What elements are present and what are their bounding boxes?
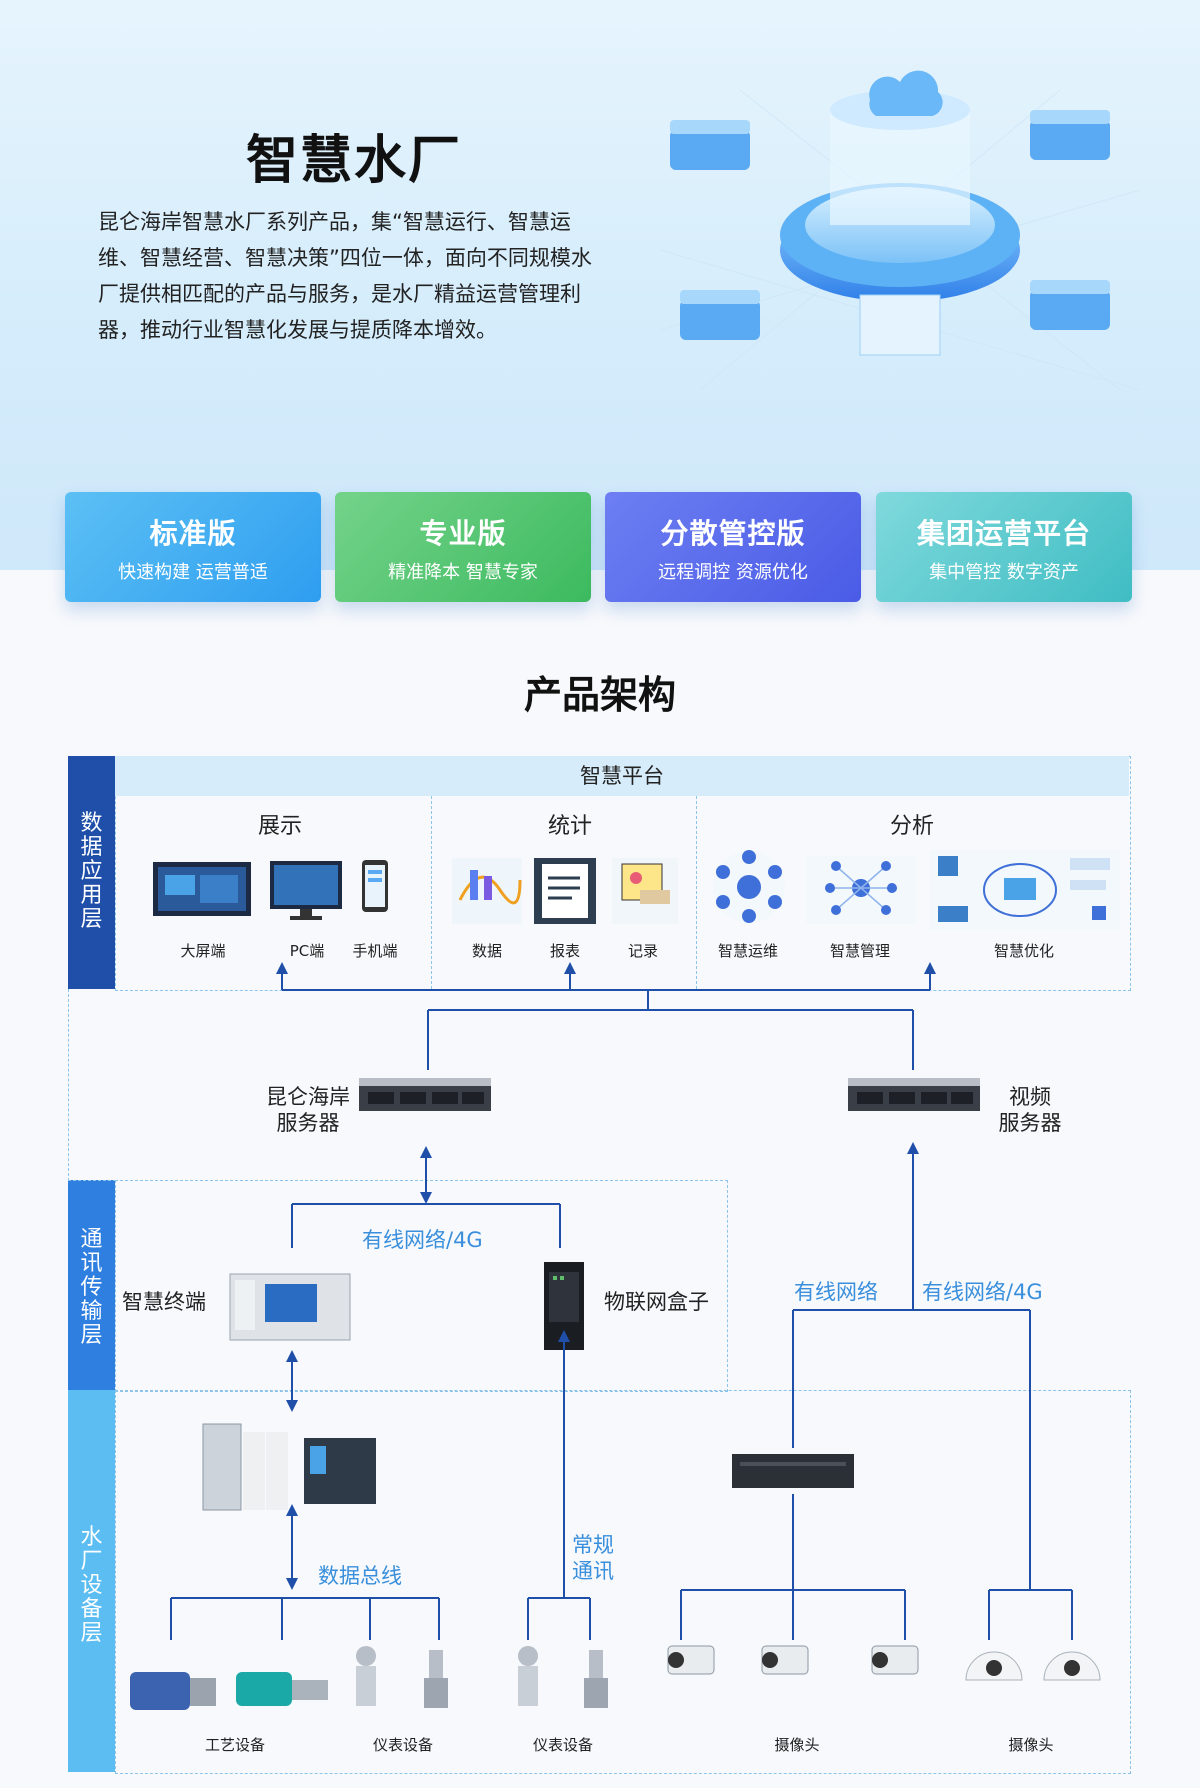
- edition-subtitle: 远程调控 资源优化: [658, 562, 808, 583]
- comm-frame: [115, 1180, 728, 1392]
- label-mobile: 手机端: [352, 942, 398, 960]
- group-analysis: 分析: [889, 814, 934, 839]
- label-cameras-2: 摄像头: [1008, 1736, 1054, 1754]
- edition-card-distributed[interactable]: 分散管控版 远程调控 资源优化: [605, 492, 861, 602]
- instrument-icon: [356, 1646, 608, 1708]
- label-pc: PC端: [289, 942, 325, 960]
- layer-label: 水厂设备层: [80, 1525, 103, 1646]
- label-cameras-1: 摄像头: [774, 1736, 820, 1754]
- label-instruments-2: 仪表设备: [532, 1736, 593, 1754]
- label-line: 昆仑海岸: [266, 1085, 350, 1109]
- label-wired-4g-left: 有线网络/4G: [362, 1228, 483, 1252]
- label-instruments-1: 仪表设备: [372, 1736, 433, 1754]
- edition-title: 标准版: [149, 517, 237, 550]
- label-line: 视频: [1009, 1085, 1051, 1109]
- architecture-title: 产品架构: [523, 673, 676, 717]
- edition-card-group[interactable]: 集团运营平台 集中管控 数字资产: [876, 492, 1132, 602]
- layer-comm: 通讯传输层: [68, 1180, 115, 1390]
- group-divider-1: [431, 796, 432, 989]
- server-icon: [359, 1078, 491, 1111]
- label-video-server: 视频 服务器: [980, 1084, 1080, 1136]
- edition-title: 分散管控版: [660, 517, 806, 550]
- connection-lines: [170, 972, 1073, 1640]
- group-divider-2: [696, 796, 697, 989]
- edition-title: 集团运营平台: [916, 517, 1091, 550]
- camera-icon: [667, 1645, 1101, 1681]
- edition-subtitle: 快速构建 运营普适: [118, 562, 268, 583]
- label-record: 记录: [627, 942, 658, 960]
- edition-subtitle: 集中管控 数字资产: [929, 562, 1079, 583]
- label-regular-comm: 常规 通讯: [572, 1532, 614, 1584]
- cabinet-icon: [202, 1423, 288, 1511]
- pc-icon: [270, 861, 342, 920]
- data-icon: [452, 858, 522, 924]
- page-title: 智慧水厂: [246, 131, 463, 191]
- platform-header: 智慧平台: [115, 756, 1129, 796]
- equipment-frame: [115, 1390, 1131, 1774]
- pump-icon: [130, 1672, 328, 1710]
- video-server-icon: [848, 1078, 980, 1111]
- nvr-icon: [732, 1454, 854, 1488]
- label-smart-om: 智慧运维: [717, 942, 778, 960]
- hero-section: [0, 0, 1200, 570]
- middle-frame: [68, 989, 116, 1181]
- label-process-equipment: 工艺设备: [204, 1736, 265, 1754]
- label-data: 数据: [471, 942, 502, 960]
- edition-title: 专业版: [419, 517, 507, 550]
- label-smart-mgmt: 智慧管理: [829, 942, 890, 960]
- label-line: 常规: [572, 1533, 614, 1557]
- smart-mgmt-icon: [806, 856, 916, 924]
- hero-description: 昆仑海岸智慧水厂系列产品，集“智慧运行、智慧运维、智慧经营、智慧决策”四位一体，…: [98, 210, 592, 342]
- report-icon: [534, 858, 596, 924]
- label-smart-terminal: 智慧终端: [122, 1290, 206, 1314]
- label-wired: 有线网络: [794, 1280, 878, 1304]
- label-report: 报表: [549, 942, 580, 960]
- edition-subtitle: 精准降本 智慧专家: [388, 562, 538, 583]
- label-line: 服务器: [276, 1111, 340, 1135]
- group-display: 展示: [257, 814, 302, 839]
- label-big-screen: 大屏端: [180, 942, 226, 960]
- record-icon: [612, 858, 678, 924]
- label-kunlun-server: 昆仑海岸 服务器: [258, 1084, 358, 1136]
- label-data-bus: 数据总线: [318, 1564, 402, 1588]
- layer-equipment: 水厂设备层: [68, 1390, 115, 1772]
- hero-illustration: [660, 70, 1140, 391]
- big-screen-icon: [153, 862, 251, 916]
- smart-om-icon: [713, 850, 785, 923]
- mobile-icon: [362, 860, 388, 912]
- label-wired-4g-right: 有线网络/4G: [922, 1280, 1043, 1304]
- edition-card-standard[interactable]: 标准版 快速构建 运营普适: [65, 492, 321, 602]
- arrow-heads: [276, 962, 936, 1590]
- label-line: 通讯: [572, 1559, 614, 1583]
- label-smart-opt: 智慧优化: [993, 942, 1054, 960]
- plc-icon: [304, 1438, 376, 1504]
- layer-label: 数据应用层: [80, 811, 103, 932]
- layer-label: 通讯传输层: [80, 1227, 103, 1348]
- smart-opt-icon: [930, 850, 1120, 930]
- label-line: 服务器: [998, 1111, 1062, 1135]
- label-iot-box: 物联网盒子: [604, 1290, 709, 1314]
- edition-card-professional[interactable]: 专业版 精准降本 智慧专家: [335, 492, 591, 602]
- group-stats: 统计: [547, 814, 592, 839]
- smart-terminal-icon: [229, 1273, 351, 1341]
- layer-data-app: 数据应用层: [68, 756, 115, 989]
